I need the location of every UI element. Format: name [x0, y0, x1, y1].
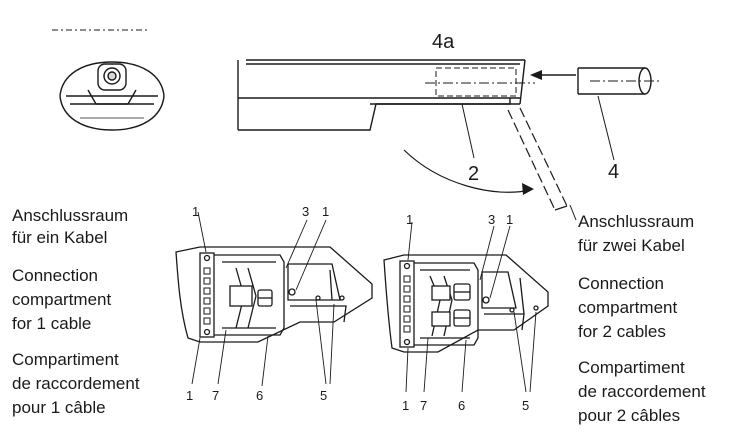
- callout-left-5: 5: [320, 388, 327, 403]
- callout-2: 2: [468, 163, 479, 185]
- beam-side-view: [237, 59, 660, 221]
- callout-right-1-top: 1: [406, 212, 413, 227]
- callout-left-6: 6: [256, 388, 263, 403]
- caption-right-fr-3: pour 2 câbles: [578, 406, 681, 425]
- caption-right-fr-2: de raccordement: [578, 382, 706, 401]
- compartment-one-cable: [175, 211, 373, 387]
- caption-left-en-3: for 1 cable: [12, 314, 92, 333]
- callout-right-7: 7: [420, 398, 427, 413]
- caption-left-fr-3: pour 1 câble: [12, 398, 106, 417]
- callout-right-5: 5: [522, 398, 529, 413]
- callout-left-1-top-right: 1: [322, 204, 329, 219]
- caption-right-en-1: Connection: [578, 274, 665, 293]
- callout-right-3: 3: [488, 212, 495, 227]
- callout-left-3: 3: [302, 204, 309, 219]
- caption-left-en-1: Connection: [12, 266, 99, 285]
- caption-right-en-2: compartment: [578, 298, 678, 317]
- caption-right-fr-1: Compartiment: [578, 358, 685, 377]
- callout-left-1-top: 1: [192, 204, 199, 219]
- caption-left-de-2: für ein Kabel: [12, 228, 108, 247]
- caption-left-fr-2: de raccordement: [12, 374, 140, 393]
- callout-left-1-bottom: 1: [186, 388, 193, 403]
- callout-right-6: 6: [458, 398, 465, 413]
- compartment-two-cables: [383, 221, 549, 393]
- profile-end-view: [52, 29, 165, 131]
- callout-4: 4: [608, 161, 619, 183]
- caption-left-fr-1: Compartiment: [12, 350, 119, 369]
- caption-right-de-1: Anschlussraum: [578, 212, 695, 231]
- callout-right-1-bottom: 1: [402, 398, 409, 413]
- callout-4a: 4a: [432, 31, 455, 53]
- callout-right-1-top-right: 1: [506, 212, 513, 227]
- caption-left-de-1: Anschlussraum: [12, 206, 129, 225]
- caption-left-en-2: compartment: [12, 290, 112, 309]
- callout-left-7: 7: [212, 388, 219, 403]
- caption-right-de-2: für zwei Kabel: [578, 236, 685, 255]
- caption-right-en-3: for 2 cables: [578, 322, 666, 341]
